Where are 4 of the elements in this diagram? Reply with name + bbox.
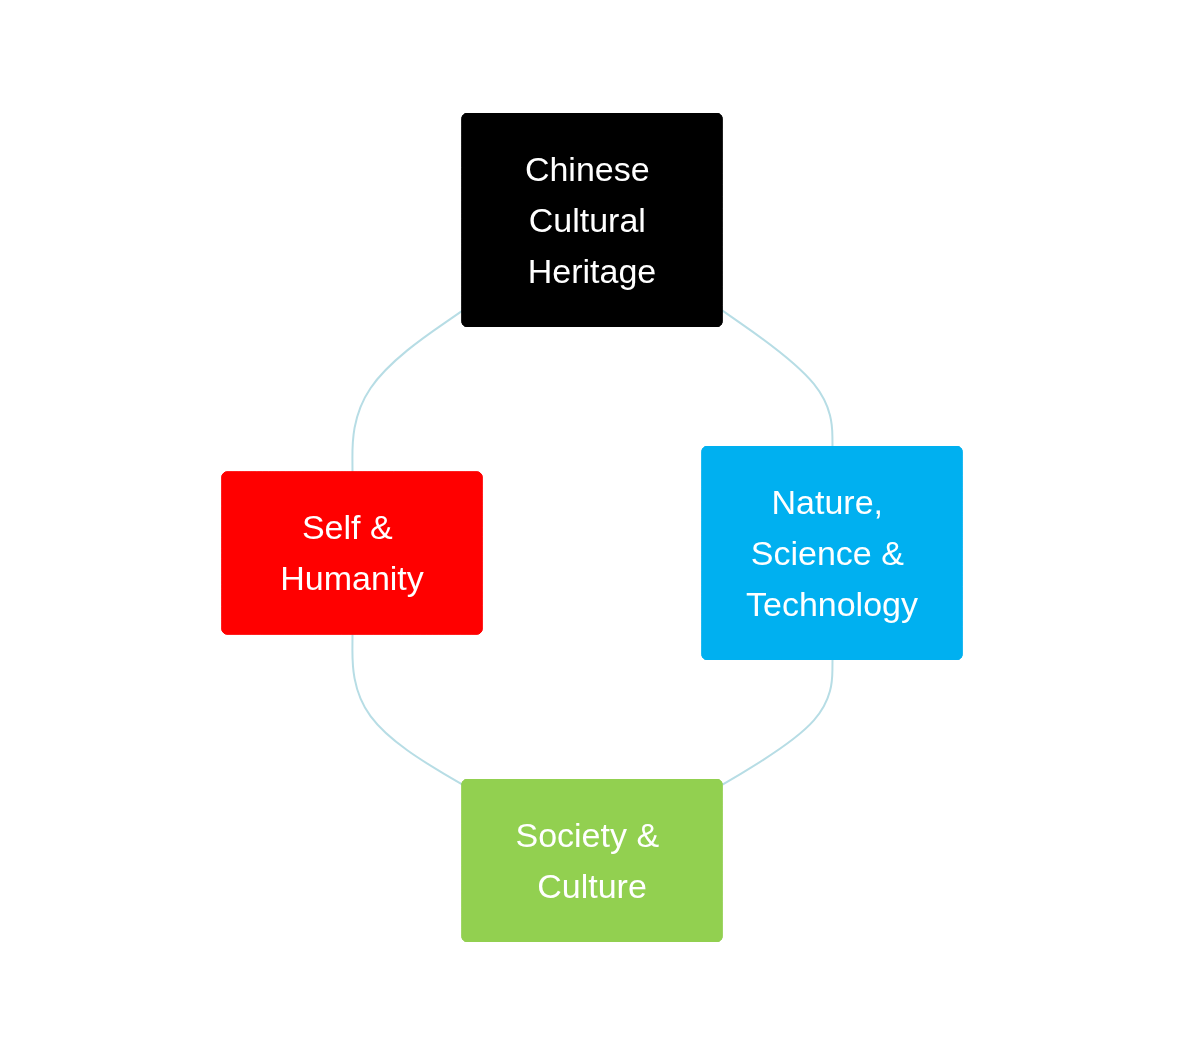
connector — [721, 309, 834, 448]
connector — [351, 633, 464, 786]
connector — [721, 659, 834, 786]
connector — [351, 309, 464, 474]
